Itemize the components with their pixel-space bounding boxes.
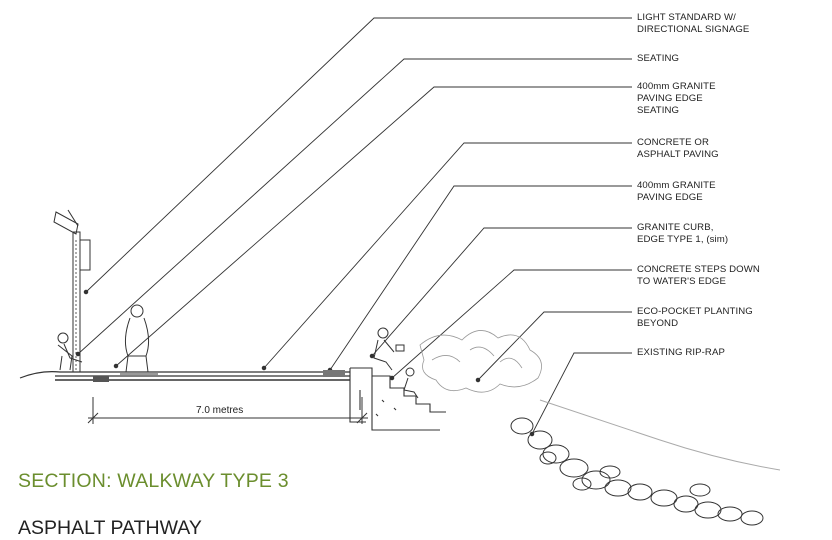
leader-dot [83,289,89,295]
callout-line: 400mm GRANITE [637,81,716,92]
boulder [604,479,632,497]
callout-label: EXISTING RIP-RAP [637,347,725,359]
boulder [539,451,557,465]
section-title: SECTION: WALKWAY TYPE 3 [18,470,289,492]
water-edge [539,399,781,471]
leader-line [329,185,632,371]
boulder [689,483,711,497]
dimension-label: 7.0 metres [196,405,244,416]
callout-line: TO WATER'S EDGE [637,276,726,287]
boulder [650,489,678,507]
leader-line [263,142,632,369]
section-subtitle: ASPHALT PATHWAY [18,517,202,539]
callout-line: CONCRETE OR [637,137,709,148]
boulder [559,458,589,478]
eco-pocket-planting [419,330,542,393]
leader-lines [75,17,632,437]
dimension-line [87,397,368,424]
leader-line [391,269,632,379]
boulder [694,501,722,519]
leader-line [115,86,632,367]
leader-line [77,58,632,355]
leader-dot [113,363,119,369]
boulder [542,444,570,464]
boulder [599,465,621,479]
boulder [717,506,743,522]
light-standard [53,209,91,373]
callout-line: BEYOND [637,318,679,329]
callout-line: CONCRETE STEPS DOWN [637,264,760,275]
standing-person [120,304,158,375]
callout-line: DIRECTIONAL SIGNAGE [637,24,750,35]
leader-dot [475,377,481,383]
callout-label: GRANITE CURB,EDGE TYPE 1, (sim) [637,222,728,246]
callout-line: PAVING EDGE [637,93,703,104]
seated-person [57,332,83,371]
callout-line: SEATING [637,105,680,116]
leader-dot [389,375,395,381]
leader-line [531,352,632,435]
walkway-slab [19,370,350,382]
callout-line: EXISTING RIP-RAP [637,347,725,358]
leader-line [371,227,632,357]
leader-dot [369,353,375,359]
callout-line: SEATING [637,53,680,64]
granite-curb-and-steps [349,367,446,431]
boulder [581,470,611,490]
callout-label: LIGHT STANDARD W/DIRECTIONAL SIGNAGE [637,12,749,36]
boulder [627,483,653,501]
callout-label: SEATING [637,53,679,65]
boulder [527,430,553,450]
boulder [572,477,592,491]
callout-line: 400mm GRANITE [637,180,716,191]
leader-dot [261,365,267,371]
leader-line [477,311,632,381]
callout-line: LIGHT STANDARD W/ [637,12,736,23]
leader-dot [75,351,81,357]
callout-line: PAVING EDGE [637,192,703,203]
callout-line: EDGE TYPE 1, (sim) [637,234,729,245]
callout-line: GRANITE CURB, [637,222,714,233]
rip-rap-boulders [510,399,781,526]
boulder [510,417,534,435]
boulder [740,510,764,526]
callout-line: ECO-POCKET PLANTING [637,306,753,317]
callout-line: ASPHALT PAVING [637,149,719,160]
leader-line [85,17,632,293]
step-figures [373,327,419,399]
boulder [673,495,699,513]
